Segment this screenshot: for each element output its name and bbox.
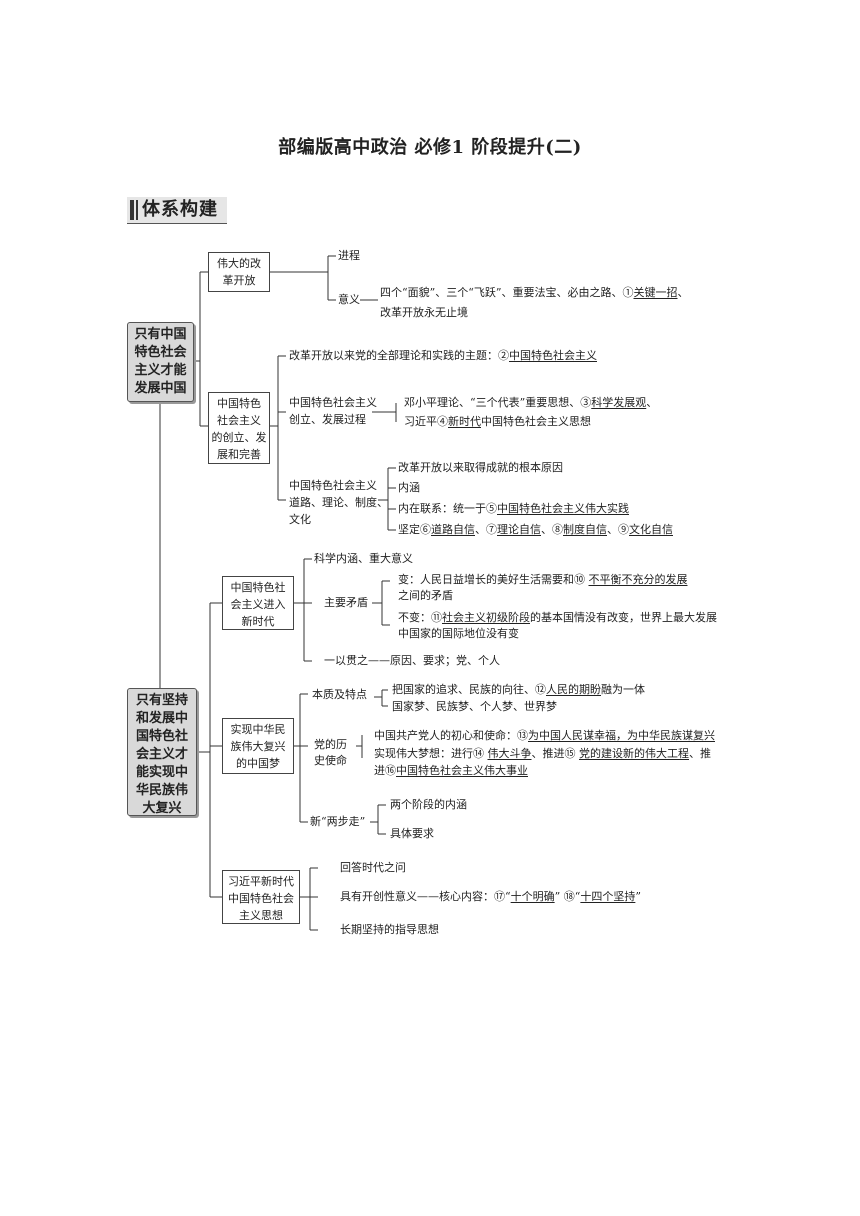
answer-10: 不平衡不充分的发展 (588, 573, 688, 586)
road-label-2: 道路、理论、制度、 (289, 496, 388, 509)
process-label-1: 中国特色社会主义 (289, 396, 377, 409)
root-box-part2: 只有坚持 和发展中 国特色社 会主义才 能实现中 华民族伟 大复兴 (127, 688, 197, 816)
contradiction-change: 变：人民日益增长的美好生活需要和⑩ 不平衡不充分的发展 (398, 573, 688, 586)
answer-3: 科学发展观 (591, 396, 647, 409)
newera-item-1: 科学内涵、重大意义 (314, 552, 413, 565)
answer-13: 为中国人民谋幸福，为中华民族谋复兴 (528, 729, 715, 742)
twostep-label: 新“两步走” (310, 815, 366, 828)
socialism-theme: 改革开放以来党的全部理论和实践的主题：②中国特色社会主义 (289, 349, 597, 362)
mission-line1: 中国共产党人的初心和使命：⑬为中国人民谋幸福，为中华民族谋复兴 (374, 729, 715, 742)
answer-16: 中国特色社会主义伟大事业 (396, 764, 528, 777)
mission-line2: 实现伟大梦想：进行⑭ 伟大斗争、推进⑮ 党的建设新的伟大工程、推 (374, 747, 711, 760)
box-line: 伟大的改 (217, 257, 261, 270)
answer-6: 道路自信 (431, 523, 475, 536)
answer-2: 中国特色社会主义 (509, 349, 597, 362)
reform-box: 伟大的改 革开放 (208, 252, 270, 292)
answer-15: 党的建设新的伟大工程 (579, 747, 689, 760)
root-line: 大复兴 (142, 801, 182, 816)
box-line: 中国特色 (217, 397, 261, 410)
answer-17: 十个明确 (510, 890, 555, 903)
root-line: 只有坚持 (135, 693, 188, 708)
root-line: 会主义才 (135, 747, 188, 762)
road-label-1: 中国特色社会主义 (289, 479, 377, 492)
root-line: 主义才能 (134, 363, 187, 378)
box-line: 展和完善 (217, 448, 261, 461)
mission-label-1: 党的历 (314, 738, 347, 751)
road-item-3: 内在联系：统一于⑤中国特色社会主义伟大实践 (398, 502, 629, 515)
root-box-part1: 只有中国 特色社会 主义才能 发展中国 (127, 322, 194, 402)
box-line: 主义思想 (239, 909, 283, 922)
answer-18: 十四个坚持 (580, 890, 636, 903)
essence-label: 本质及特点 (312, 688, 367, 701)
contradiction-label: 主要矛盾 (324, 596, 368, 609)
root-line: 只有中国 (134, 327, 187, 342)
dream-box: 实现中华民 族伟大复兴 的中国梦 (222, 718, 294, 774)
thought-item-1: 回答时代之问 (340, 861, 406, 874)
answer-5: 中国特色社会主义伟大实践 (497, 502, 629, 515)
answer-11: 社会主义初级阶段 (442, 611, 530, 624)
box-line: 中国特色社会 (228, 892, 294, 905)
root-line: 国特色社 (135, 729, 188, 744)
page-title: 部编版高中政治 必修1 阶段提升(二) (278, 137, 582, 158)
reform-yiyi-line1: 四个“面貌”、三个“飞跃”、重要法宝、必由之路、①关键一招、 (380, 286, 689, 299)
answer-14: 伟大斗争 (487, 747, 532, 760)
process-line1: 邓小平理论、“三个代表”重要思想、③科学发展观、 (404, 396, 658, 409)
answer-9: 文化自信 (629, 523, 673, 536)
process-line2: 习近平④新时代中国特色社会主义思想 (404, 415, 591, 428)
answer-12: 人民的期盼 (546, 683, 601, 696)
banner-bar-thin (136, 200, 138, 220)
box-line: 革开放 (222, 274, 256, 287)
newera-box: 中国特色社 会主义进入 新时代 (222, 576, 294, 630)
answer-7: 理论自信 (497, 523, 541, 536)
box-line: 的创立、发 (211, 431, 267, 444)
thought-item-3: 长期坚持的指导思想 (340, 923, 439, 936)
mission-line3: 进⑯中国特色社会主义伟大事业 (374, 764, 528, 777)
root-line: 能实现中 (135, 765, 188, 780)
root-line: 特色社会 (134, 345, 187, 360)
box-line: 新时代 (241, 615, 275, 628)
answer-8: 制度自信 (563, 523, 607, 536)
thought-item-2: 具有开创性意义——核心内容：⑰“十个明确” ⑱“十四个坚持” (340, 890, 641, 903)
answer-4: 新时代 (448, 415, 481, 428)
answer-1: 关键一招 (633, 286, 678, 299)
banner-bar (130, 200, 134, 220)
box-line: 的中国梦 (236, 757, 280, 770)
reform-jincheng: 进程 (338, 249, 360, 262)
box-line: 中国特色社 (230, 581, 286, 594)
box-line: 习近平新时代 (228, 875, 294, 888)
twostep-item-1: 两个阶段的内涵 (390, 798, 467, 811)
box-line: 会主义进入 (230, 598, 286, 611)
box-line: 社会主义 (217, 414, 261, 427)
road-item-1: 改革开放以来取得成就的根本原因 (398, 461, 563, 474)
essence-line2: 国家梦、民族梦、个人梦、世界梦 (392, 700, 557, 713)
road-label-3: 文化 (289, 513, 311, 526)
root-line: 发展中国 (134, 381, 187, 396)
box-line: 族伟大复兴 (230, 740, 286, 753)
socialism-box: 中国特色 社会主义 的创立、发 展和完善 (208, 392, 270, 464)
root-line: 华民族伟 (135, 783, 188, 798)
thought-box: 习近平新时代 中国特色社会 主义思想 (222, 870, 300, 924)
reform-yiyi-label: 意义 (338, 293, 360, 306)
twostep-item-2: 具体要求 (390, 827, 434, 840)
section-banner: 体系构建 (127, 197, 227, 224)
contradiction-nochange: 不变：⑪社会主义初级阶段的基本国情没有改变，世界上最大发展 (398, 611, 717, 624)
contradiction-nochange-2: 中国家的国际地位没有变 (398, 627, 519, 640)
reform-yiyi-line2: 改革开放永无止境 (380, 306, 468, 319)
box-line: 实现中华民 (230, 723, 286, 736)
road-item-2: 内涵 (398, 481, 420, 494)
newera-item-3: 一以贯之——原因、要求；党、个人 (324, 654, 500, 667)
road-item-4: 坚定⑥道路自信、⑦理论自信、⑧制度自信、⑨文化自信 (398, 523, 673, 536)
contradiction-change-2: 之间的矛盾 (398, 589, 453, 602)
section-banner-label: 体系构建 (142, 199, 218, 220)
essence-line1: 把国家的追求、民族的向往、⑫人民的期盼融为一体 (392, 683, 645, 696)
mission-label-2: 史使命 (314, 754, 347, 767)
process-label-2: 创立、发展过程 (289, 413, 366, 426)
root-line: 和发展中 (135, 711, 188, 726)
